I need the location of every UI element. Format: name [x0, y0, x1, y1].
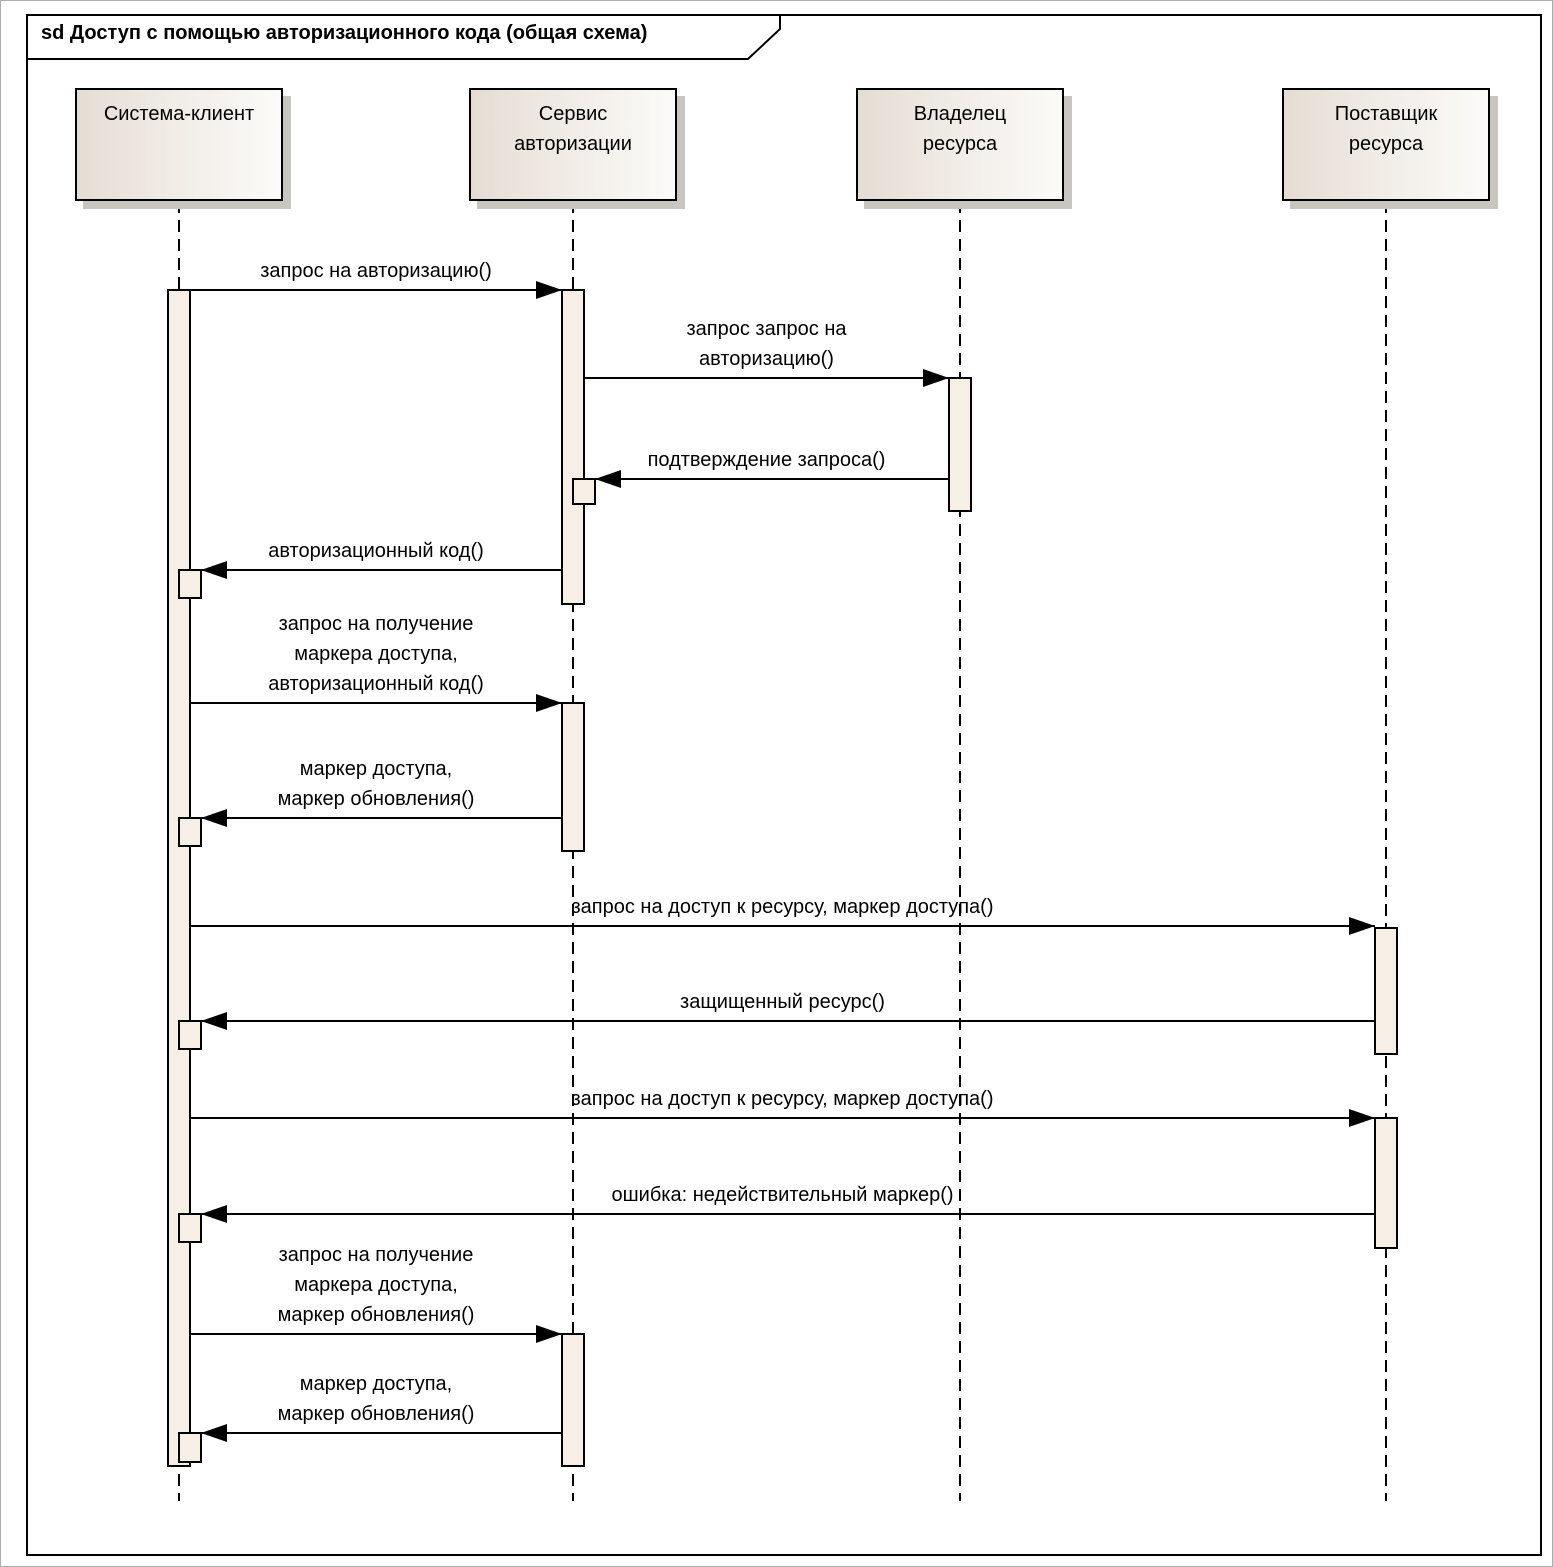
frame-title: sd Доступ с помощью авторизационного код…	[41, 22, 648, 44]
arrowhead-left-icon	[201, 1424, 227, 1442]
messages-layer	[190, 281, 1375, 1442]
activations-layer	[167, 289, 1398, 1467]
nested-activation-auth	[572, 478, 596, 505]
frame-title-pentagon	[26, 14, 781, 60]
arrowhead-right-icon	[536, 281, 562, 299]
activation-auth	[561, 1333, 585, 1467]
activation-provider	[1374, 1117, 1398, 1249]
activation-auth	[561, 289, 585, 605]
message-label: подтверждение запроса()	[647, 449, 886, 471]
message-label: запрос запрос на авторизацию()	[686, 318, 847, 370]
lifeline-head-provider: Поставщик ресурса	[1282, 88, 1490, 201]
activation-provider	[1374, 927, 1398, 1055]
message-label: защищенный ресурс()	[680, 991, 885, 1013]
lifeline-head-auth: Сервис авторизации	[469, 88, 677, 201]
nested-activation-client	[178, 1020, 202, 1050]
nested-activation-client	[178, 1432, 202, 1463]
message-label: маркер доступа, маркер обновления()	[277, 758, 475, 810]
arrowhead-right-icon	[923, 369, 949, 387]
arrowhead-left-icon	[201, 1012, 227, 1030]
message-label: авторизационный код()	[268, 540, 484, 562]
activation-owner	[948, 377, 972, 512]
arrowhead-left-icon	[595, 470, 621, 488]
message-label: запрос на получение маркера доступа, авт…	[268, 613, 484, 695]
arrowhead-right-icon	[536, 694, 562, 712]
arrowhead-left-icon	[201, 1205, 227, 1223]
message-label: запрос на авторизацию()	[260, 260, 492, 282]
message-label: запрос на доступ к ресурсу, маркер досту…	[571, 896, 994, 918]
lifeline-head-owner: Владелец ресурса	[856, 88, 1064, 201]
message-label: запрос на доступ к ресурсу, маркер досту…	[571, 1088, 994, 1110]
arrowhead-right-icon	[536, 1325, 562, 1343]
message-label: маркер доступа, маркер обновления()	[277, 1373, 475, 1425]
lifeline-head-client: Система-клиент	[75, 88, 283, 201]
message-label: ошибка: недействительный маркер()	[611, 1184, 954, 1206]
arrowhead-right-icon	[1349, 917, 1375, 935]
nested-activation-client	[178, 817, 202, 847]
diagram-frame-border	[26, 14, 1542, 1556]
arrowhead-left-icon	[201, 561, 227, 579]
activation-client	[167, 289, 191, 1467]
arrowhead-right-icon	[1349, 1109, 1375, 1127]
arrowhead-left-icon	[201, 809, 227, 827]
nested-activation-client	[178, 569, 202, 599]
message-label: запрос на получение маркера доступа, мар…	[277, 1244, 475, 1326]
activation-auth	[561, 702, 585, 852]
nested-activation-client	[178, 1213, 202, 1243]
